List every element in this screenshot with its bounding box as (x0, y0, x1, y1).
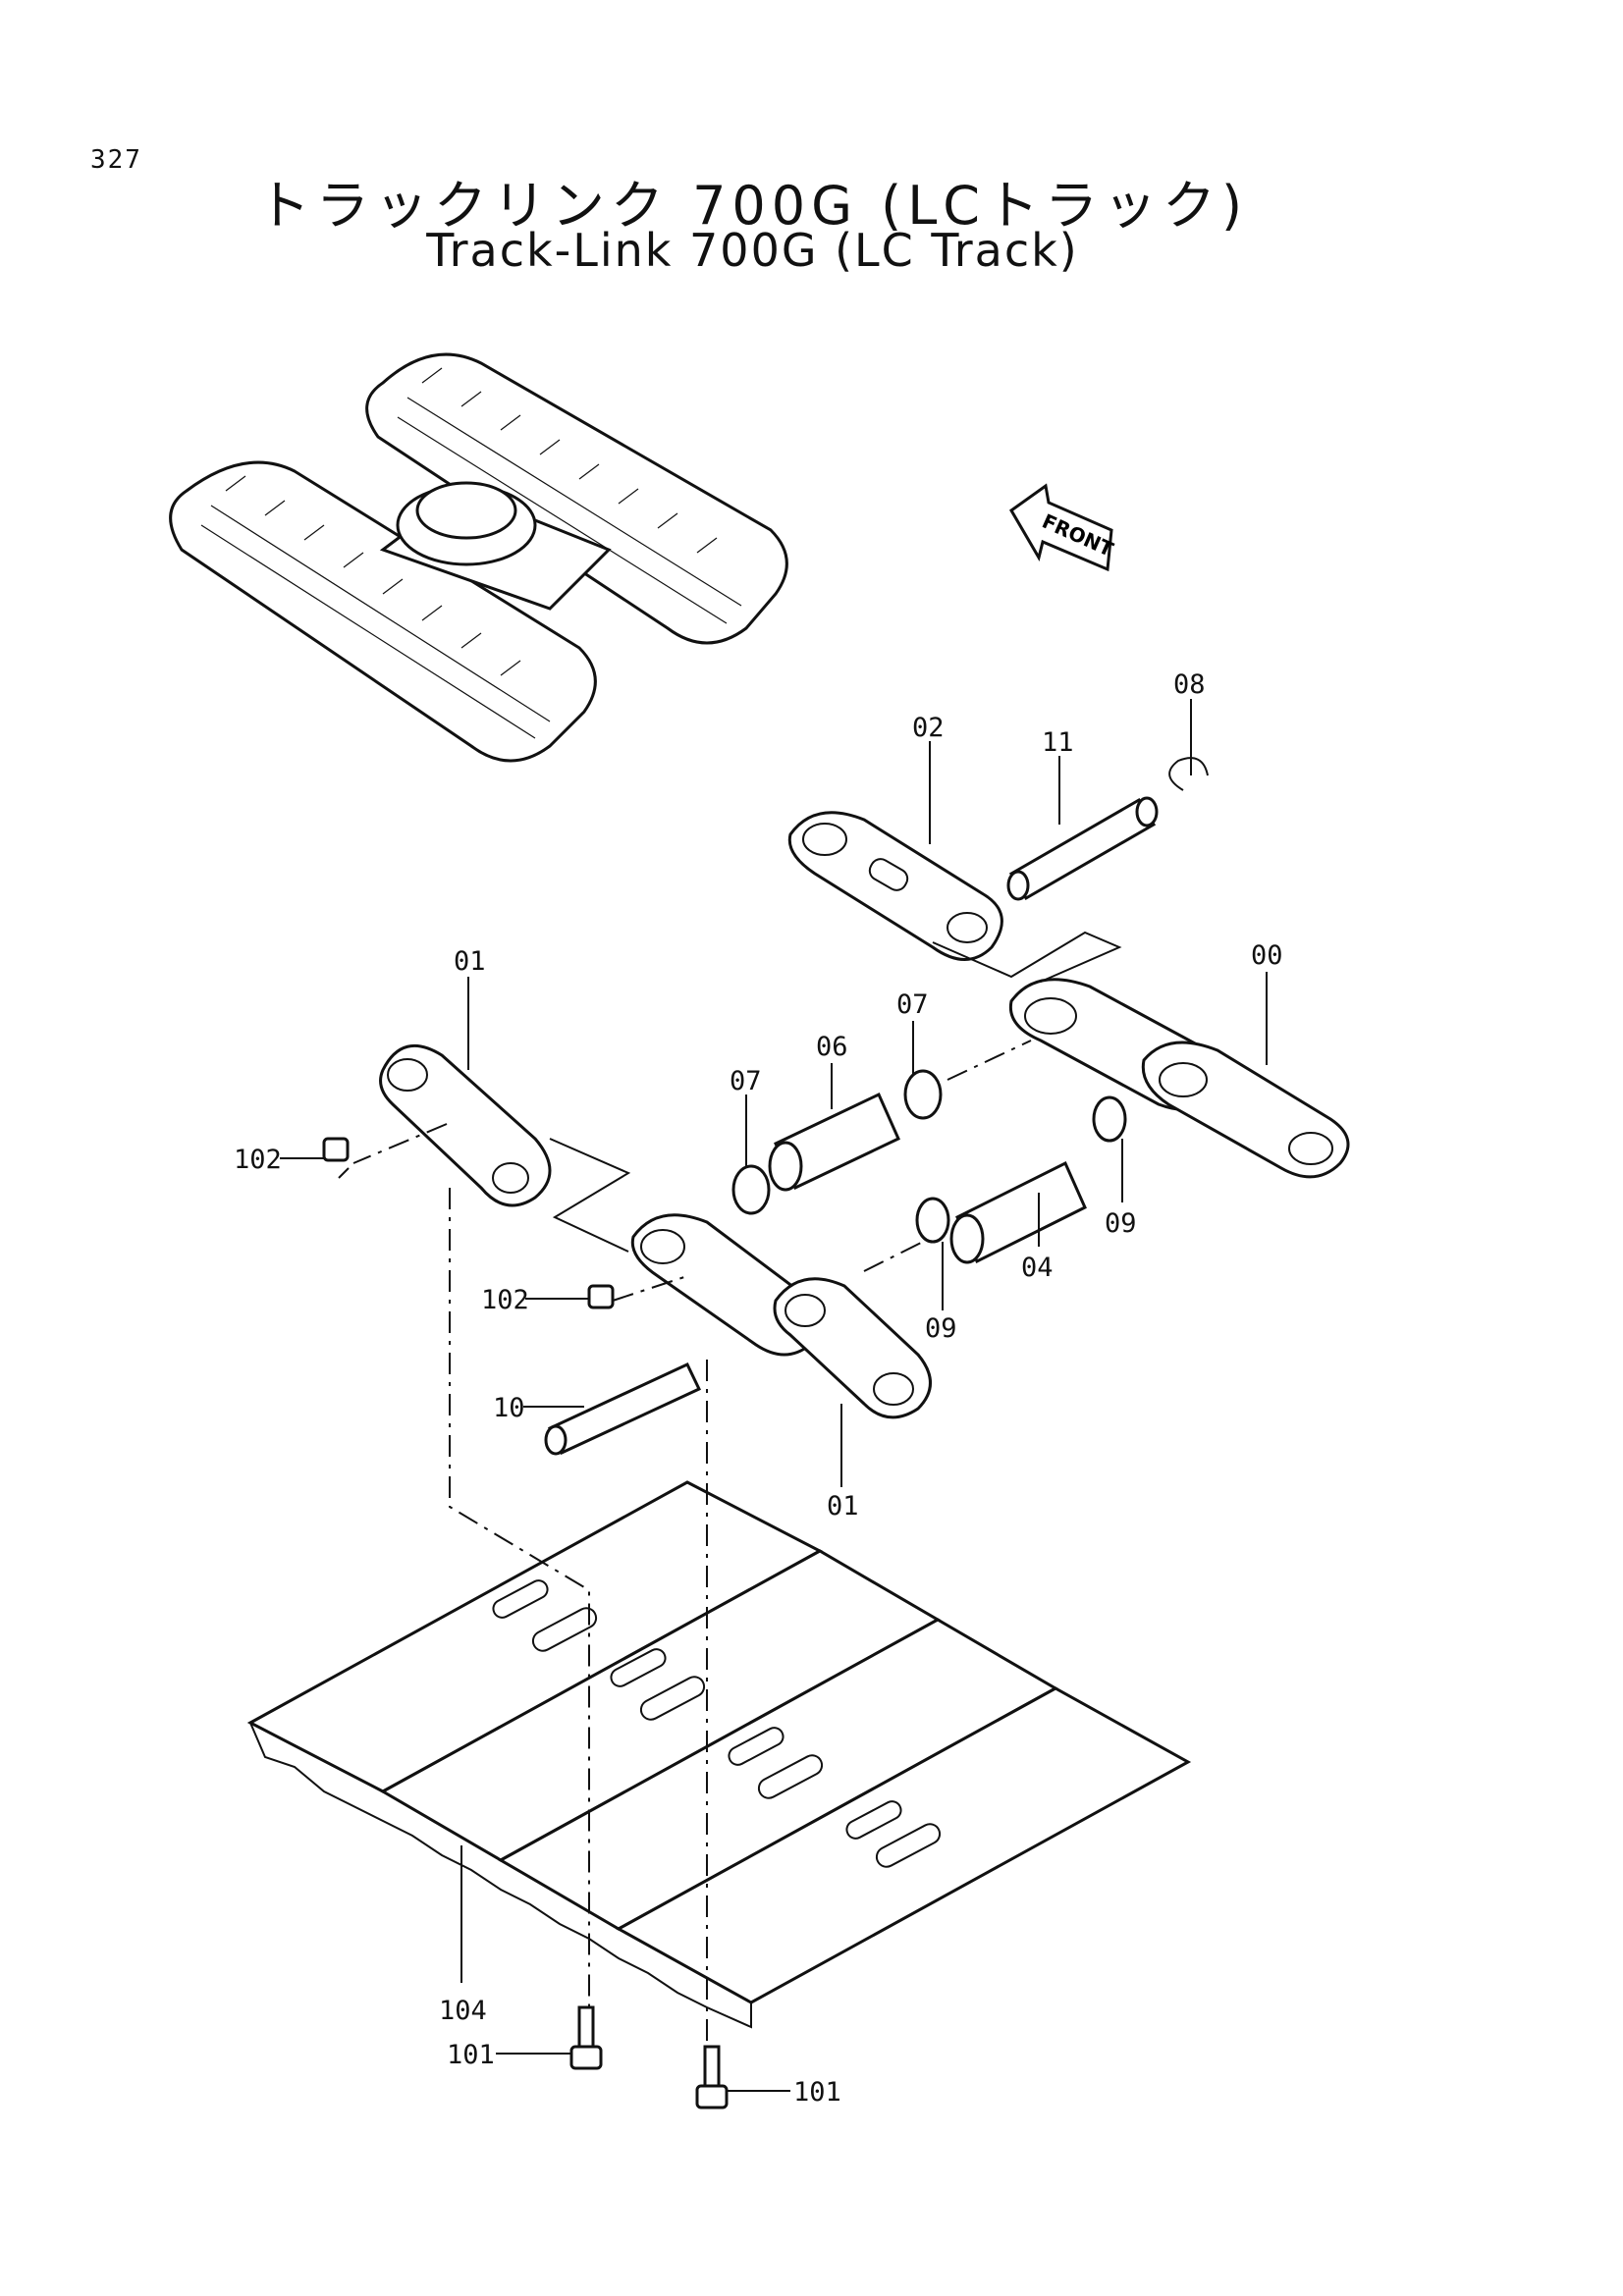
part-02-track-link (787, 811, 1003, 961)
label-08: 08 (1173, 669, 1206, 700)
part-102-nut-upper (322, 1137, 350, 1162)
part-07-seal-lower (731, 1164, 771, 1215)
label-07-lower: 07 (730, 1066, 762, 1096)
assembly-lines (338, 931, 1122, 2047)
part-102-nut-lower (587, 1284, 615, 1309)
undercarriage-overview-illustration (169, 352, 788, 763)
label-09-center: 09 (925, 1313, 957, 1344)
label-01-lower: 01 (827, 1491, 859, 1522)
leader-lines (280, 699, 1268, 2092)
part-06-bushing (768, 1092, 900, 1192)
part-00-track-link (1008, 978, 1350, 1179)
part-01-track-link-upper (379, 1043, 552, 1207)
part-09-seal-lower (915, 1197, 950, 1244)
page-title-english: Track-Link 700G (LC Track) (426, 224, 1079, 277)
page-title-japanese: トラックリンク 700G (LCトラック) (256, 175, 1249, 237)
part-09-seal-upper (1092, 1095, 1127, 1143)
front-direction-arrow-icon: FRONT (1009, 483, 1117, 572)
label-04: 04 (1021, 1253, 1054, 1283)
part-101-bolt-right (695, 2045, 729, 2109)
label-11: 11 (1042, 727, 1074, 758)
label-104: 104 (439, 1996, 487, 2026)
label-102-lower: 102 (481, 1285, 529, 1315)
label-07-upper: 07 (896, 989, 929, 1020)
part-04-bushing (949, 1160, 1087, 1264)
label-101-left: 101 (447, 2040, 495, 2070)
label-06: 06 (816, 1032, 848, 1062)
part-08-snap-ring (1168, 757, 1209, 791)
part-101-bolt-left (569, 2005, 603, 2070)
part-104-track-shoes (246, 1480, 1192, 2029)
label-01-upper: 01 (454, 946, 486, 977)
label-101-right: 101 (793, 2077, 841, 2108)
label-10: 10 (493, 1393, 525, 1423)
part-01-track-link-lower (630, 1213, 932, 1419)
label-09-right: 09 (1105, 1208, 1137, 1239)
label-00: 00 (1251, 940, 1283, 971)
page-number: 327 (90, 145, 142, 175)
label-02: 02 (912, 713, 945, 743)
label-102-upper: 102 (234, 1145, 282, 1175)
part-11-track-pin (1006, 796, 1159, 901)
part-07-seal-upper (903, 1069, 943, 1120)
part-10-track-pin (544, 1362, 702, 1456)
